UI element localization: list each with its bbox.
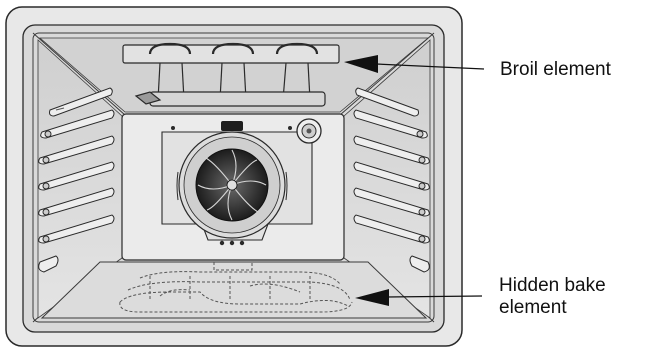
convection-fan-icon	[177, 132, 287, 238]
hidden-bake-label-line2: element	[499, 297, 664, 319]
broil-element-label: Broil element	[500, 59, 611, 81]
fan-bottom-vents	[220, 241, 244, 245]
screw-left	[171, 126, 175, 130]
fan-label-tab	[221, 121, 243, 131]
oven-light-icon	[297, 119, 321, 143]
screw-right	[288, 126, 292, 130]
hidden-bake-label-line1: Hidden bake	[499, 275, 664, 297]
hidden-bake-element-label: Hidden bake element	[499, 275, 664, 320]
